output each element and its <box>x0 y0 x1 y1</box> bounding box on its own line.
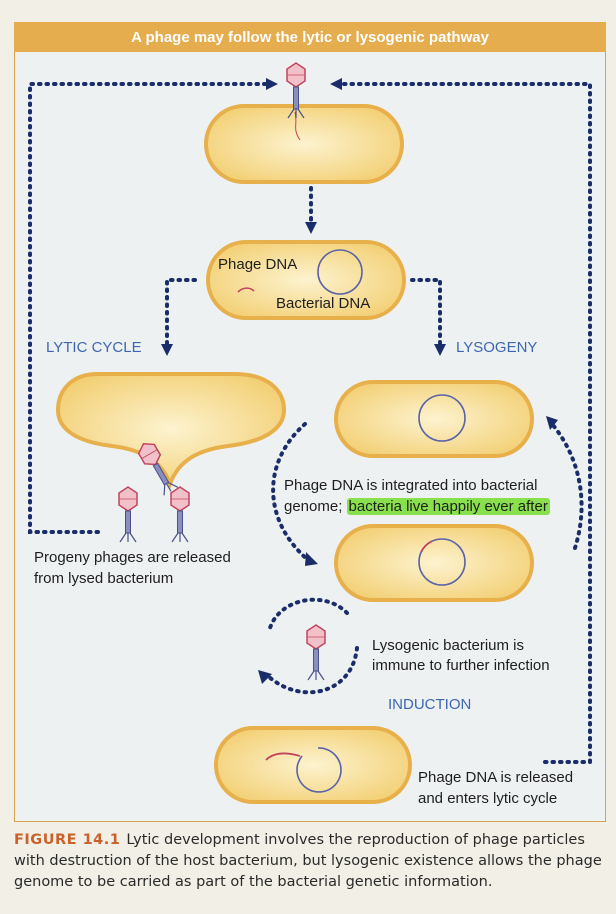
arrow-head-integration <box>305 552 318 566</box>
arrow-head-top-right <box>330 78 342 90</box>
induction-label: INDUCTION <box>388 696 472 713</box>
immunity-text-line1: Lysogenic bacterium is <box>372 637 525 654</box>
caption-text: Lytic development involves the reproduct… <box>14 832 602 890</box>
lysogeny-label: LYSOGENY <box>456 339 538 356</box>
figure-number: FIGURE 14.1 <box>14 832 121 848</box>
bacterium-top <box>204 104 404 184</box>
bacterial-dna-circle-middle <box>317 249 363 295</box>
arrow-head-down-middle <box>305 222 317 234</box>
progeny-text-line2: from lysed bacterium <box>34 570 174 587</box>
diagram-title: A phage may follow the lytic or lysogeni… <box>14 22 606 52</box>
released-phage-dna <box>265 752 301 761</box>
released-text-line1: Phage DNA is released <box>418 769 574 786</box>
phage-dna-fragment-middle <box>237 287 255 293</box>
phage-icon-progeny-right <box>170 486 190 543</box>
arrow-head-immunity <box>258 670 272 684</box>
progeny-text-line1: Progeny phages are released <box>34 549 231 566</box>
bacterial-dna-open-circle <box>296 747 342 793</box>
immunity-text-line2: immune to further infection <box>372 657 550 674</box>
phage-icon-progeny-left <box>118 486 138 543</box>
highlighted-happily-text: bacteria live happily ever after <box>346 498 550 515</box>
arrow-head-lysogeny <box>434 344 446 356</box>
bacterial-dna-circle-1 <box>418 394 466 442</box>
integration-text-genome: genome; <box>284 498 343 515</box>
bacterium-lysogen-2 <box>334 524 534 602</box>
phage-dna-label: Phage DNA <box>218 256 298 273</box>
integration-arc-path <box>271 422 310 562</box>
outer-loop-right-path <box>334 82 592 764</box>
lytic-cycle-label: LYTIC CYCLE <box>46 339 142 356</box>
bacterium-middle <box>206 240 406 320</box>
integration-text-line2: genome; bacteria live happily ever after <box>284 497 550 517</box>
reverse-arc-path <box>550 422 584 550</box>
outer-loop-left-path <box>28 82 274 534</box>
integration-text-line1: Phage DNA is integrated into bacterial <box>284 477 538 494</box>
lytic-branch-path <box>165 278 197 348</box>
arrow-head-reverse <box>546 416 558 430</box>
immunity-arc-bottom-path <box>266 646 359 695</box>
released-text-line2: and enters lytic cycle <box>418 790 558 807</box>
arrow-head-lytic <box>161 344 173 356</box>
bacterial-dna-circle-2 <box>418 538 466 586</box>
bacterial-dna-label: Bacterial DNA <box>276 295 371 312</box>
immunity-arc-path <box>268 597 349 630</box>
arrow-head-top-left <box>266 78 278 90</box>
lysogeny-branch-path <box>410 278 442 348</box>
phage-icon-blocked <box>306 624 326 681</box>
bacterium-induced <box>214 726 412 804</box>
integrated-prophage-2 <box>420 540 433 553</box>
lysed-bacterium <box>55 372 287 490</box>
bacterium-lysogen-1 <box>334 380 534 458</box>
